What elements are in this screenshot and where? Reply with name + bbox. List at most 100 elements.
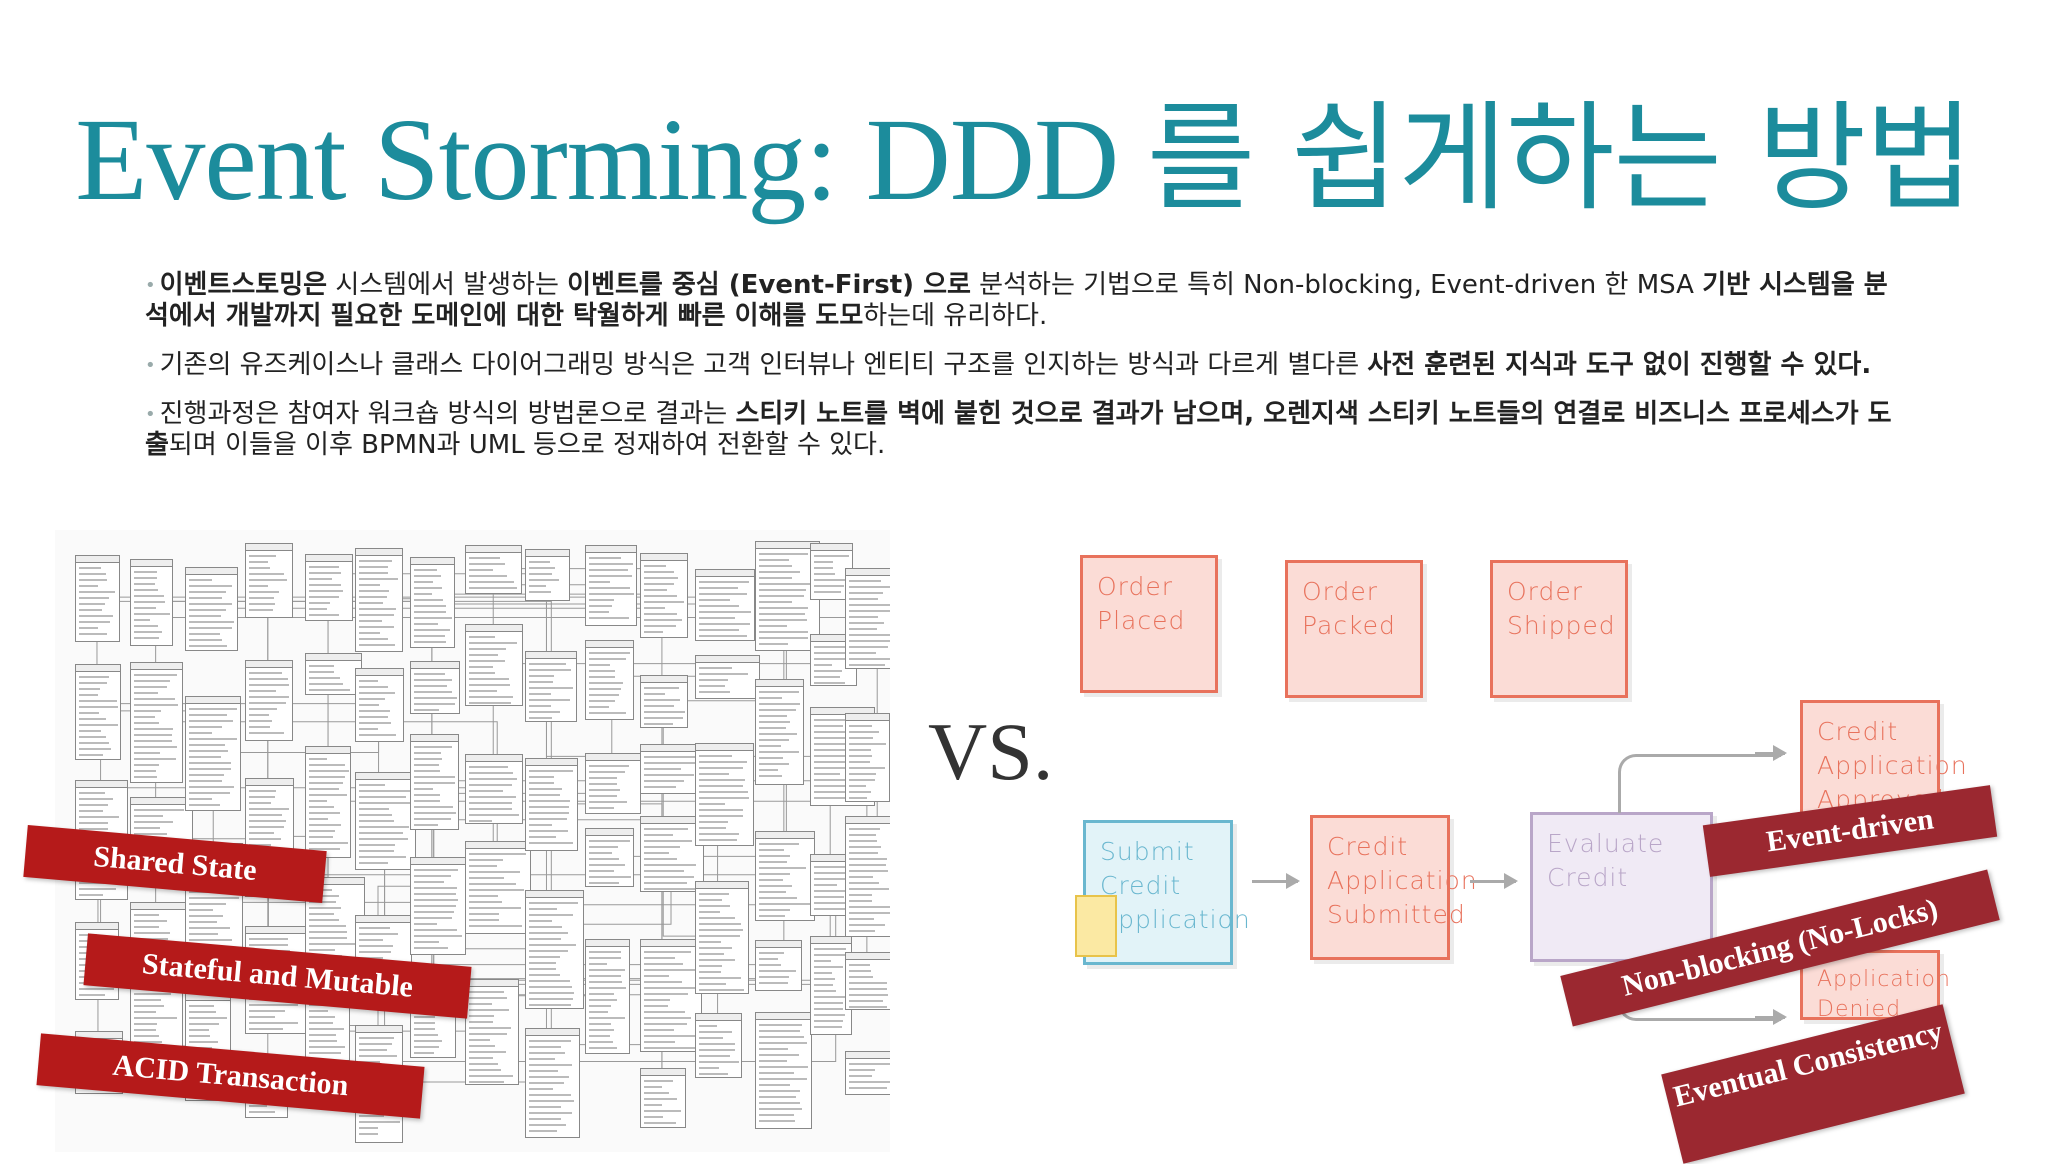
erd-table-row [849,604,890,606]
erd-table-row [529,1003,572,1006]
erd-table-row [469,888,525,891]
erd-table-row [134,919,168,922]
erd-table-row [759,721,791,724]
erd-table-row [134,1005,164,1008]
erd-table-row [309,788,340,791]
erd-table-row [79,590,115,593]
erd-table-row [759,1042,808,1045]
erd-table [305,554,354,622]
erd-table-header [846,1052,890,1060]
erd-table-row [814,989,836,992]
erd-table [410,733,460,830]
erd-table-header [586,753,640,761]
erd-table-row [79,815,120,818]
erd-table-row [759,624,788,627]
erd-table-row [469,1057,493,1060]
erd-table-row [414,1027,436,1030]
erd-table-row [359,1133,378,1136]
erd-table-header [131,902,187,910]
erd-table-row [134,625,158,628]
erd-table-row [414,1045,439,1048]
erd-table-row [849,912,890,915]
erd-table-row [589,875,631,878]
erd-table-row [849,742,887,745]
erd-table-row [759,775,782,778]
erd-table-row [759,564,792,567]
erd-table-row [359,783,386,786]
erd-table-row [309,578,333,581]
erd-table-row [699,976,741,979]
erd-table-row [469,1045,495,1048]
erd-table-row [189,707,237,710]
erd-table-row [79,735,106,738]
erd-table-row [589,951,622,954]
erd-table-row [849,846,882,849]
erd-table-header [246,926,305,934]
erd-table-row [644,761,696,764]
erd-table-header [846,953,890,961]
flow-arrow [1252,873,1300,889]
erd-table-row [849,876,874,879]
erd-table-row [589,563,633,566]
erd-table-row [814,872,855,875]
erd-table-row [759,733,798,736]
erd-table-row [79,632,107,635]
erd-table [640,552,689,638]
erd-table-row [189,725,223,728]
erd-table-row [134,752,161,755]
erd-table-row [529,1081,565,1084]
erd-table-row [249,1003,298,1006]
erd-table-row [414,697,457,700]
erd-table-row [589,1017,625,1020]
erd-table-header [76,664,120,672]
erd-table-header [356,772,416,780]
erd-table-row [759,1084,790,1087]
vs-label: VS. [928,706,1054,797]
erd-table-row [699,635,747,638]
erd-table-row [359,926,391,929]
erd-table-row [699,922,741,925]
erd-table-row [849,900,872,903]
erd-table-row [189,633,220,636]
erd-table-row [849,754,873,757]
erd-table-row [469,864,497,867]
erd-table-row [849,586,890,588]
erd-table-row [529,590,552,593]
erd-table-row [814,1001,844,1004]
erd-table-row [189,627,232,630]
erd-table-row [309,948,335,951]
erd-table-row [589,806,615,809]
erd-table-row [134,613,170,616]
erd-table-row [814,947,847,950]
erd-table-row [134,833,167,836]
erd-table-row [849,724,872,727]
erd-table-row [79,803,108,806]
erd-table-row [469,1069,501,1072]
erd-table-row [414,823,438,826]
erd-table-row [644,951,692,954]
erd-table [585,939,630,1055]
erd-table-row [189,797,212,800]
erd-table-row [134,740,172,743]
erd-table-row [189,932,219,935]
erd-table-row [469,701,512,704]
erd-table-row [359,631,380,634]
erd-table-row [189,603,233,606]
erd-table-row [644,606,665,609]
erd-table [525,651,578,722]
erd-table-row [644,969,698,972]
erd-table-row [529,717,552,720]
erd-table-row [644,834,674,837]
erd-table-row [134,595,165,598]
erd-table-row [309,848,340,851]
erd-table-row [249,731,284,734]
erd-table-row [529,937,562,940]
title-korean: 를 쉽게하는 방법 [1146,89,1974,227]
erd-table-row [79,747,112,750]
erd-table-header [306,747,351,755]
erd-table-row [759,860,788,863]
erd-table-header [696,570,755,578]
erd-table-row [134,925,160,928]
erd-table-row [814,790,865,793]
erd-table-row [529,973,561,976]
